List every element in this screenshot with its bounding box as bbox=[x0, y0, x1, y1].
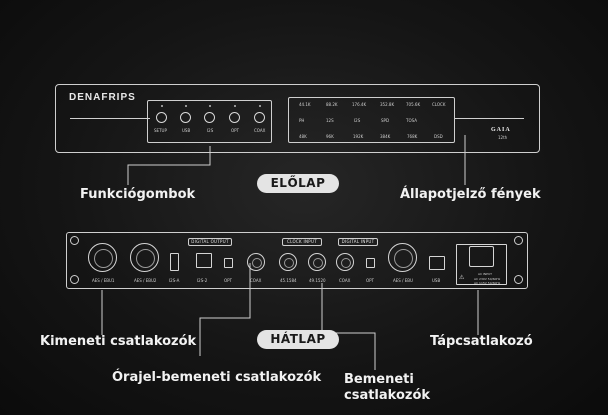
port-label: I2S-A bbox=[169, 278, 180, 283]
front-panel bbox=[55, 84, 540, 153]
button-dot bbox=[161, 105, 163, 107]
port-label: AES / EBU bbox=[393, 278, 413, 283]
port-label: OPT bbox=[366, 278, 375, 283]
front-section-badge: ELŐLAP bbox=[257, 174, 339, 193]
port-label: COAX bbox=[339, 278, 351, 283]
port-label: 45.1584 bbox=[280, 278, 297, 283]
front-panel-trim-line bbox=[70, 118, 150, 119]
led-label: 384K bbox=[380, 134, 391, 139]
aes-ebu1-output-connector[interactable] bbox=[88, 243, 117, 272]
front-panel-trim-line bbox=[454, 118, 524, 119]
aes-ebu2-output-connector[interactable] bbox=[130, 243, 159, 272]
led-label: 88.2K bbox=[326, 102, 338, 107]
function-buttons-box bbox=[147, 100, 272, 143]
i2s-button[interactable] bbox=[204, 112, 215, 123]
led-label: 176.4K bbox=[352, 102, 367, 107]
opt-button-label: OPT bbox=[231, 128, 240, 133]
port-label: USB bbox=[432, 278, 441, 283]
setup-button[interactable] bbox=[156, 112, 167, 123]
screw bbox=[514, 275, 523, 284]
led-label: I2S bbox=[354, 118, 361, 123]
coax-button-label: COAX bbox=[254, 128, 266, 133]
led-label: 352.8K bbox=[380, 102, 395, 107]
opt-input-connector[interactable] bbox=[366, 258, 375, 268]
led-label: 192K bbox=[353, 134, 364, 139]
power-text: AC INPUT bbox=[478, 272, 493, 276]
model-name: GAIA bbox=[491, 127, 511, 133]
port-label: 49.1520 bbox=[309, 278, 326, 283]
led-label: 705.6K bbox=[406, 102, 421, 107]
led-label: CLOCK bbox=[432, 102, 446, 107]
led-label: 44.1K bbox=[299, 102, 311, 107]
led-label: DSD bbox=[434, 134, 443, 139]
coax-input-connector[interactable] bbox=[336, 253, 354, 271]
led-label: 96K bbox=[326, 134, 334, 139]
led-label: 12S bbox=[326, 118, 334, 123]
clock-45-1584-input-connector[interactable] bbox=[279, 253, 297, 271]
usb-input-connector[interactable] bbox=[429, 256, 445, 270]
status-lights-box bbox=[288, 97, 455, 143]
i2s-button-label: I2S bbox=[207, 128, 214, 133]
screw bbox=[514, 236, 523, 245]
port-label: I2S-2 bbox=[197, 278, 208, 283]
output-connectors-label: Kimeneti csatlakozók bbox=[40, 334, 197, 349]
brand-logo: DENAFRIPS bbox=[69, 92, 136, 103]
coax-button[interactable] bbox=[254, 112, 265, 123]
rear-section-badge: HÁTLAP bbox=[257, 330, 339, 349]
button-dot bbox=[209, 105, 211, 107]
port-label: COAX bbox=[250, 278, 262, 283]
button-dot bbox=[259, 105, 261, 107]
opt-button[interactable] bbox=[229, 112, 240, 123]
led-label: TOSA bbox=[406, 118, 417, 123]
status-lights-label: Állapotjelző fények bbox=[400, 187, 541, 202]
function-buttons-label: Funkciógombok bbox=[80, 187, 196, 202]
clock-49-1520-input-connector[interactable] bbox=[308, 253, 326, 271]
button-dot bbox=[185, 105, 187, 107]
rear-panel bbox=[66, 232, 528, 289]
button-dot bbox=[234, 105, 236, 107]
warning-icon: ⚠ bbox=[459, 274, 465, 281]
led-label: 768K bbox=[407, 134, 418, 139]
model-sub: 12th bbox=[498, 135, 508, 140]
clock-input-connectors-label: Órajel-bemeneti csatlakozók bbox=[112, 370, 322, 385]
power-connector-frame bbox=[456, 244, 507, 285]
screw bbox=[70, 236, 79, 245]
clock-input-group-tag: CLOCK INPUT bbox=[282, 238, 322, 246]
setup-button-label: SETUP bbox=[154, 128, 167, 133]
digital-output-group-tag: DIGITAL OUTPUT bbox=[188, 238, 232, 246]
digital-input-group-tag: DIGITAL INPUT bbox=[338, 238, 378, 246]
power-connector[interactable] bbox=[469, 246, 494, 267]
aes-ebu-input-connector[interactable] bbox=[388, 243, 417, 272]
port-label: AES / EBU1 bbox=[92, 278, 115, 283]
screw bbox=[70, 275, 79, 284]
usb-button[interactable] bbox=[180, 112, 191, 123]
port-label: AES / EBU2 bbox=[134, 278, 157, 283]
power-text: AC 230V 50/60Hz bbox=[474, 277, 501, 281]
i2s-a-output-connector[interactable] bbox=[170, 253, 179, 271]
port-label: OPT bbox=[224, 278, 233, 283]
usb-button-label: USB bbox=[182, 128, 191, 133]
power-text: AC 115V 50/60Hz bbox=[474, 281, 501, 285]
led-label: PH bbox=[299, 118, 305, 123]
led-label: 48K bbox=[299, 134, 307, 139]
input-connectors-label-line1: Bemeneti bbox=[344, 372, 414, 387]
led-label: SPD bbox=[381, 118, 390, 123]
i2s-2-output-connector[interactable] bbox=[196, 253, 212, 268]
coax-output-connector[interactable] bbox=[247, 253, 265, 271]
opt-output-connector[interactable] bbox=[224, 258, 233, 268]
power-connector-label: Tápcsatlakozó bbox=[430, 334, 533, 349]
input-connectors-label-line2: csatlakozók bbox=[344, 388, 431, 403]
